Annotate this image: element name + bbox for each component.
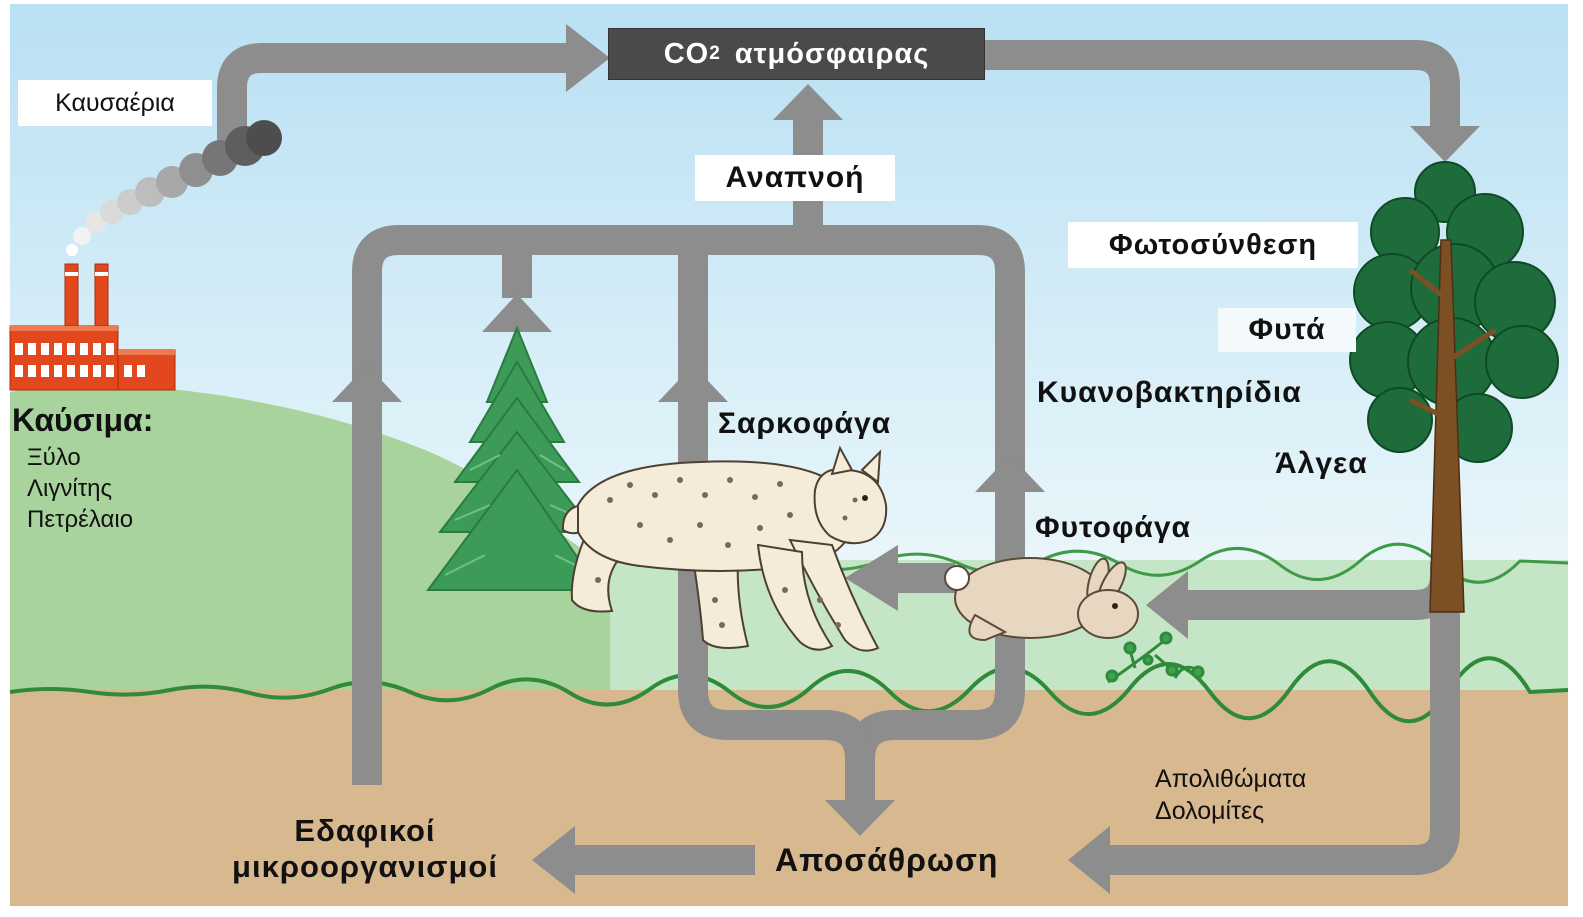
exhaust-label-box: Καυσαέρια xyxy=(18,80,212,126)
photosynthesis-label: Φωτοσύνθεση xyxy=(1109,231,1317,260)
soil-microbes-line2: μικροοργανισμοί xyxy=(200,849,530,885)
herbivores-label: Φυτοφάγα xyxy=(1035,513,1191,543)
respiration-label-box: Αναπνοή xyxy=(695,155,895,201)
algae-label: Άλγεα xyxy=(1275,449,1368,479)
respiration-label: Αναπνοή xyxy=(726,163,865,193)
plants-label: Φυτά xyxy=(1248,315,1325,345)
rabbit-head xyxy=(1078,590,1138,638)
weathering-label: Αποσάθρωση xyxy=(775,844,998,876)
cyanobacteria-label: Κυανοβακτηρίδια xyxy=(1037,378,1302,408)
fuels-title: Καύσιμα: xyxy=(12,404,153,436)
factory-building xyxy=(10,326,118,390)
co2-formula-subscript: 2 xyxy=(709,43,721,65)
fuel-item: Ξύλο xyxy=(27,446,81,470)
atmosphere-label: ατμόσφαιρας xyxy=(735,38,930,71)
plants-label-box: Φυτά xyxy=(1218,308,1356,352)
soil-microbes-label: Εδαφικοί μικροοργανισμοί xyxy=(200,813,530,885)
soil-microbes-line1: Εδαφικοί xyxy=(200,813,530,849)
exhaust-label: Καυσαέρια xyxy=(55,91,175,116)
fuel-item: Λιγνίτης xyxy=(27,477,112,501)
co2-formula-base: CO xyxy=(664,38,710,71)
deposit-item: Δολομίτες xyxy=(1155,799,1264,824)
photosynthesis-label-box: Φωτοσύνθεση xyxy=(1068,222,1358,268)
carnivores-label: Σαρκοφάγα xyxy=(718,409,891,439)
rabbit-eye xyxy=(1112,603,1118,609)
fuel-item: Πετρέλαιο xyxy=(27,508,133,532)
rabbit-tail xyxy=(945,566,969,590)
deposit-item: Απολιθώματα xyxy=(1155,767,1306,792)
lynx-eye xyxy=(862,495,868,501)
